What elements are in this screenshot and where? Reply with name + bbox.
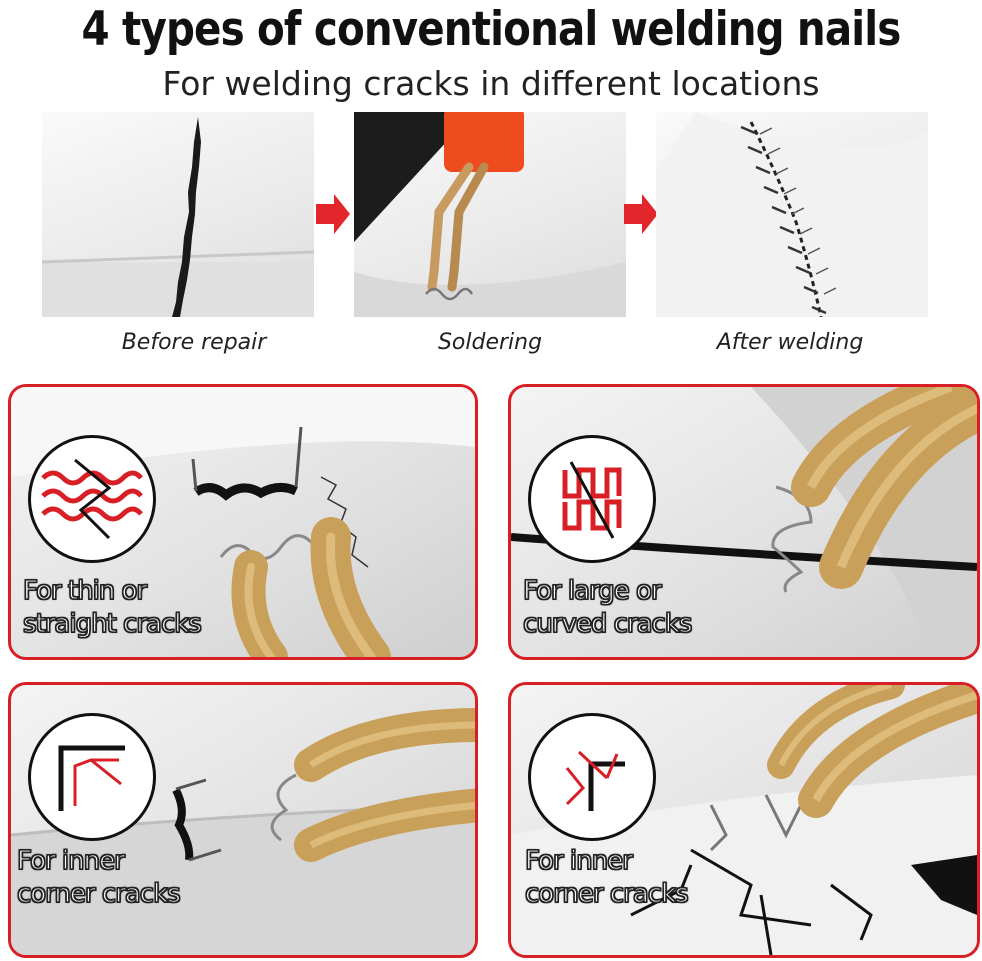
panel-label-line2: curved cracks <box>522 608 693 639</box>
inner-corner-icon <box>28 713 156 841</box>
s-nail-icon <box>528 435 656 563</box>
panel-thin-straight-cracks: For thin or straight cracks <box>8 384 478 660</box>
after-welding-photo <box>656 112 928 317</box>
page-subtitle: For welding cracks in different location… <box>162 64 820 103</box>
step-caption-after: After welding <box>716 330 864 355</box>
panel-label-line2: straight cracks <box>22 608 202 639</box>
arrow-right-icon <box>622 192 660 241</box>
panel-label-line2: corner cracks <box>524 878 689 909</box>
panel-label: For thin or straight cracks <box>22 575 202 641</box>
panel-inner-corner-cracks: For inner corner cracks <box>8 682 478 958</box>
wave-nail-icon <box>28 435 156 563</box>
panel-label-line1: For thin or <box>22 575 147 606</box>
panel-label-line1: For inner <box>524 845 633 876</box>
panel-inner-corner-cracks-2: For inner corner cracks <box>508 682 980 958</box>
before-repair-photo <box>42 112 314 317</box>
panel-label: For large or curved cracks <box>522 575 693 641</box>
soldering-photo <box>354 112 626 317</box>
step-caption-soldering: Soldering <box>437 330 543 355</box>
panel-large-curved-cracks: For large or curved cracks <box>508 384 980 660</box>
page-title: 4 types of conventional welding nails <box>81 2 902 57</box>
arrow-right-icon <box>314 192 352 241</box>
panel-label-line2: corner cracks <box>16 878 181 909</box>
panel-label-line1: For inner <box>16 845 125 876</box>
panel-label: For inner corner cracks <box>524 845 689 911</box>
panel-label: For inner corner cracks <box>16 845 181 911</box>
outer-corner-icon <box>528 713 656 841</box>
panel-label-line1: For large or <box>522 575 662 606</box>
step-caption-before: Before repair <box>121 330 267 355</box>
